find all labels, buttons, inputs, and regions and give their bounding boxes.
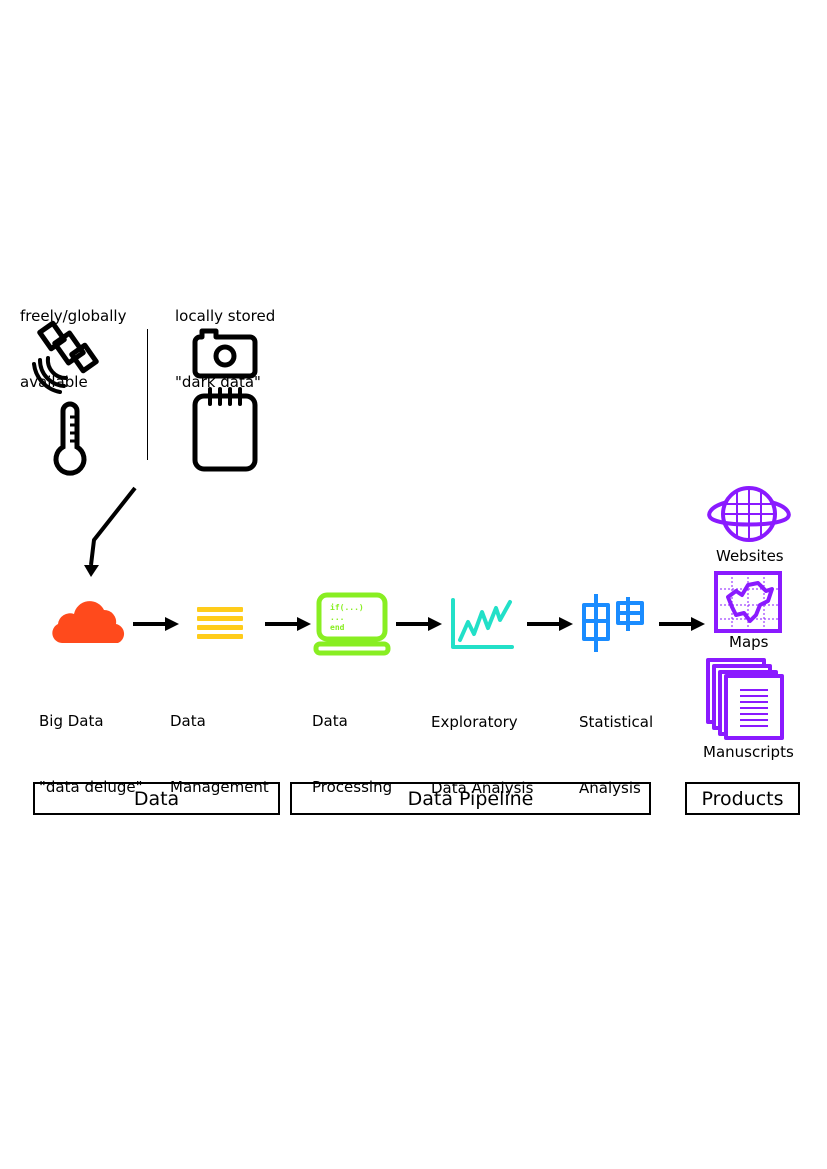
category-products-label: Products — [701, 787, 784, 810]
local-data-label-line1: locally stored — [175, 307, 276, 325]
pipeline-arrow-3 — [396, 617, 442, 631]
code-line-3: end — [330, 623, 345, 632]
category-box-pipeline: Data Pipeline — [290, 782, 651, 815]
pipeline-arrow-1 — [133, 617, 179, 631]
data-stack-icon — [197, 607, 243, 639]
category-box-data: Data — [33, 782, 280, 815]
satellite-icon — [32, 320, 99, 394]
manuscripts-icon — [706, 658, 784, 740]
line-graph-icon — [451, 598, 514, 649]
camera-icon — [192, 328, 258, 379]
manuscripts-label: Manuscripts — [703, 743, 794, 761]
source-divider — [147, 329, 148, 460]
statistical-analysis-label-line1: Statistical — [579, 713, 654, 731]
computer-code-icon: if(...) ... end — [313, 592, 391, 656]
notebook-icon — [192, 387, 258, 472]
code-line-1: if(...) — [330, 602, 364, 612]
source-arrow — [84, 486, 137, 577]
maps-label: Maps — [729, 633, 769, 651]
eda-label-line1: Exploratory — [431, 713, 518, 731]
category-data-label: Data — [133, 787, 180, 810]
code-line-2: ... — [330, 613, 344, 622]
category-pipeline-label: Data Pipeline — [407, 787, 534, 810]
data-processing-label-line1: Data — [312, 712, 348, 730]
category-box-products: Products — [685, 782, 800, 815]
pipeline-arrow-2 — [265, 617, 311, 631]
pipeline-arrow-5 — [659, 617, 705, 631]
globe-icon — [707, 486, 791, 542]
cloud-icon — [52, 601, 125, 643]
pipeline-arrow-4 — [527, 617, 573, 631]
map-icon — [714, 571, 782, 633]
free-data-label-line1: freely/globally — [20, 307, 127, 325]
websites-label: Websites — [716, 547, 784, 565]
box-plot-icon — [582, 594, 644, 652]
thermometer-icon — [53, 401, 87, 476]
big-data-label-line1: Big Data — [39, 712, 104, 730]
data-management-label-line1: Data — [170, 712, 206, 730]
